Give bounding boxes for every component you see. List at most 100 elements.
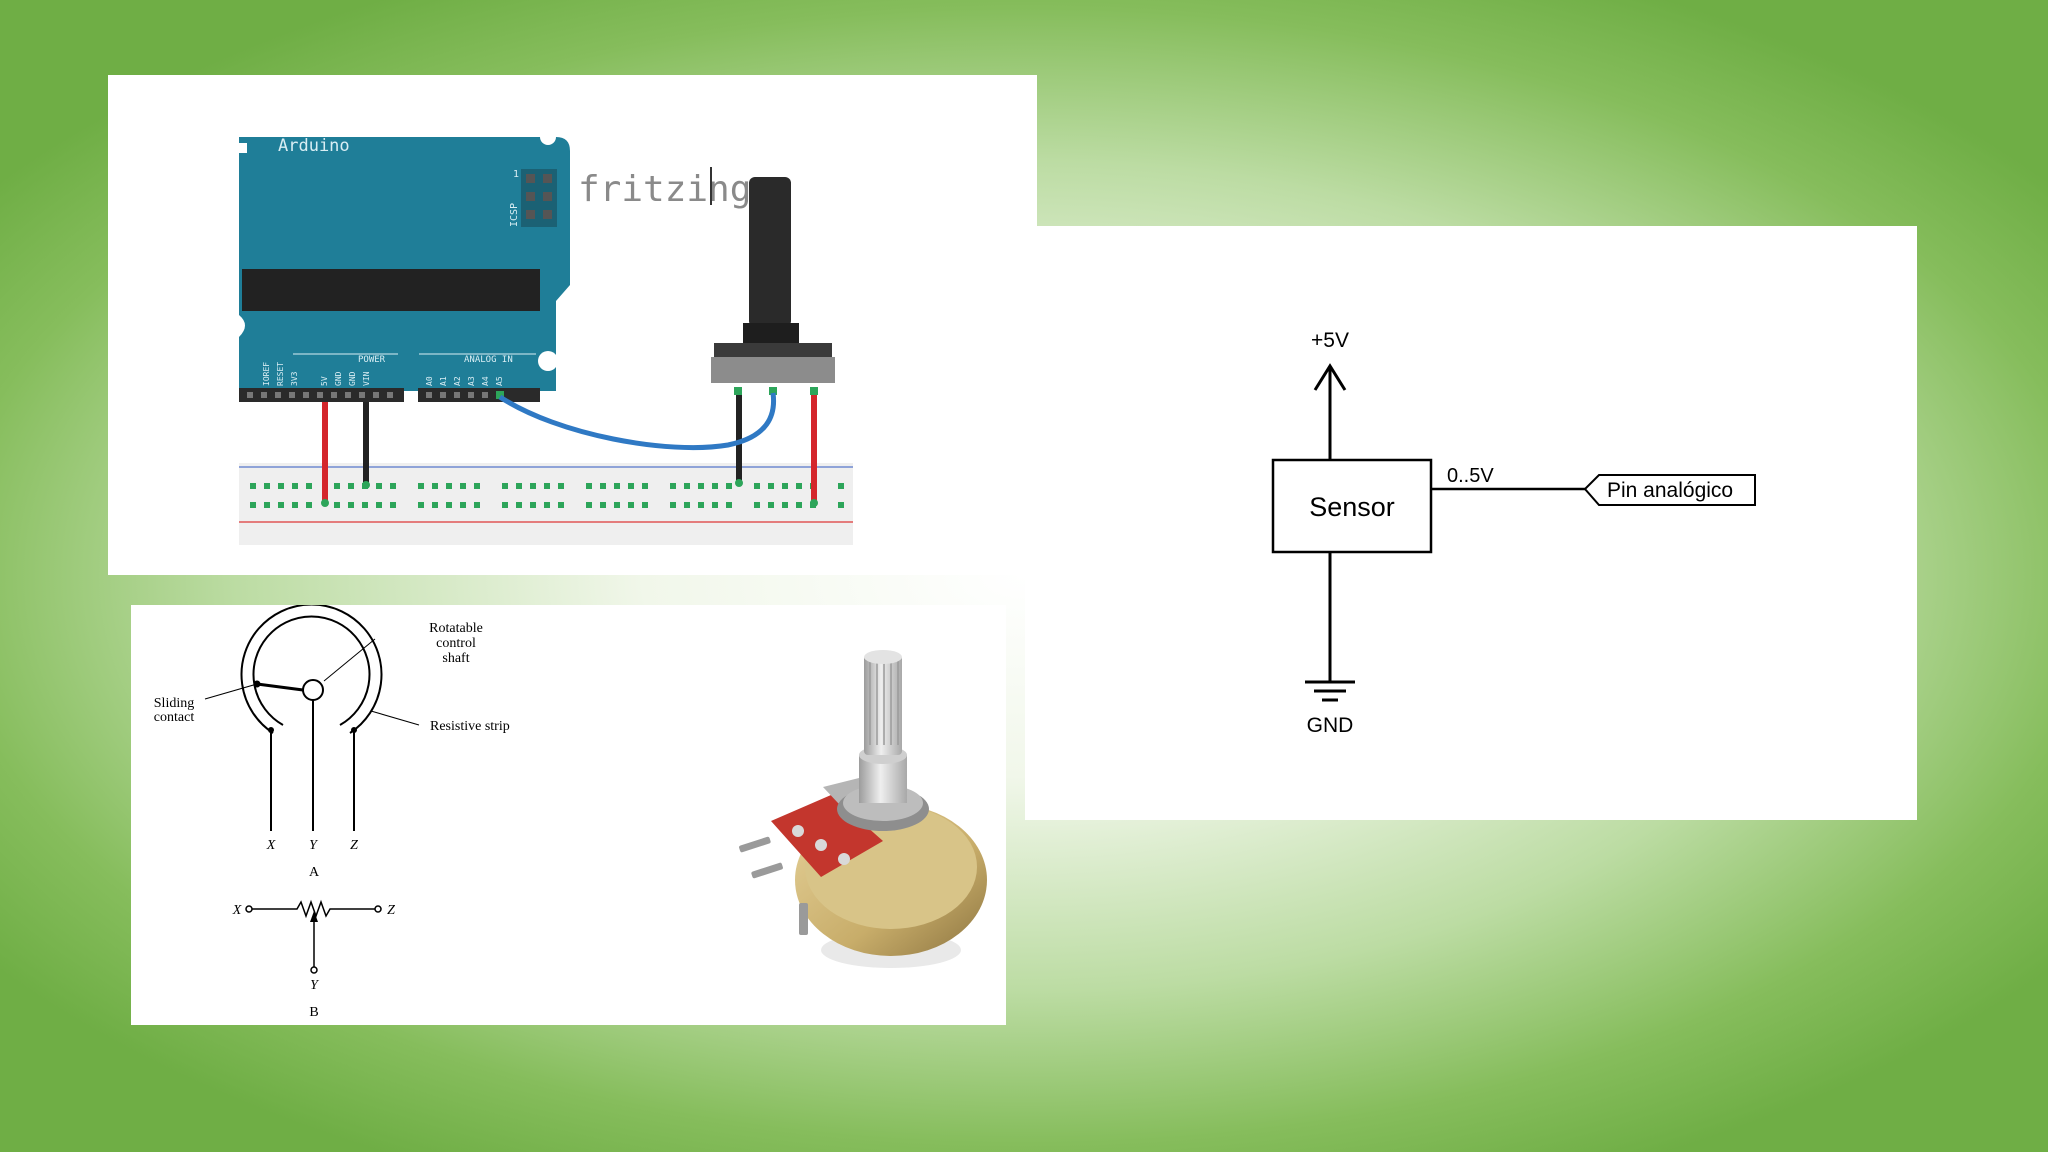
ground-icon xyxy=(1305,680,1355,702)
ground-label: GND xyxy=(1307,714,1354,737)
caption-a: A xyxy=(309,865,320,880)
breadboard-holes xyxy=(250,483,844,508)
breadboard-hole xyxy=(796,483,802,489)
terminal-z-joint xyxy=(351,727,357,733)
supply-label: +5V xyxy=(1311,329,1349,352)
photo-pot-shaft xyxy=(864,655,902,755)
analog-pin-labels: A0 A1 A2 A3 A4 A5 xyxy=(425,376,504,386)
board-corner-mark xyxy=(239,143,247,153)
breadboard-hole xyxy=(530,502,536,508)
breadboard-hole xyxy=(250,483,256,489)
symbol-y-label: Y xyxy=(310,978,320,993)
pot-shaft xyxy=(749,177,791,327)
wire-end-dot xyxy=(810,499,818,507)
breadboard-hole xyxy=(768,502,774,508)
pot-pin-right xyxy=(810,387,818,395)
pot-body xyxy=(711,357,835,383)
analog-pin-label: Pin analógico xyxy=(1607,479,1733,502)
breadboard-hole xyxy=(502,502,508,508)
breadboard-hole xyxy=(362,502,368,508)
photo-solder-pad xyxy=(792,825,804,837)
breadboard-hole xyxy=(558,502,564,508)
breadboard-hole xyxy=(670,483,676,489)
breadboard-hole xyxy=(292,502,298,508)
breadboard-hole xyxy=(278,483,284,489)
potentiometer-illustration: Rotatable control shaft Sliding contact … xyxy=(154,605,987,1020)
terminal-z-label: Z xyxy=(350,838,358,853)
breadboard-hole xyxy=(558,483,564,489)
breadboard-hole xyxy=(306,502,312,508)
breadboard-hole xyxy=(754,502,760,508)
photo-pin xyxy=(751,862,783,879)
sensor-block xyxy=(1271,458,1433,554)
leader-sliding xyxy=(204,683,258,700)
power-pin-labels: IOREF RESET 3V3 5V GND GND VIN xyxy=(262,362,371,386)
breadboard-hole xyxy=(712,502,718,508)
pin-label-a5: A5 xyxy=(495,376,504,386)
breadboard-hole xyxy=(250,502,256,508)
breadboard-hole xyxy=(782,483,788,489)
wire-signal-a5 xyxy=(498,392,777,451)
analog-header xyxy=(418,388,540,402)
breadboard-hole xyxy=(418,502,424,508)
leader-shaft xyxy=(323,638,376,682)
fritzing-logo-text: fritzing xyxy=(578,169,751,210)
breadboard-hole xyxy=(418,483,424,489)
sensor-schematic-panel: +5V Sensor 0..5V Pin analógico GND xyxy=(1025,226,1917,820)
leader-strip xyxy=(370,710,420,726)
pin-label-ioref: IOREF xyxy=(262,362,271,386)
breadboard-hole xyxy=(586,483,592,489)
breadboard-hole xyxy=(516,502,522,508)
a5-pin-connection xyxy=(496,391,504,399)
pin-label-vin: VIN xyxy=(362,371,371,386)
breadboard-hole xyxy=(726,483,732,489)
photo-pin xyxy=(799,903,808,935)
breadboard-hole xyxy=(768,483,774,489)
control-shaft-icon xyxy=(302,679,324,701)
breadboard-hole xyxy=(278,502,284,508)
symbol-z-label: Z xyxy=(387,903,395,918)
sliding-contact-arm xyxy=(256,682,304,692)
pin-label-a4: A4 xyxy=(481,376,490,386)
microcontroller-chip xyxy=(242,269,540,311)
breadboard-hole xyxy=(628,502,634,508)
breadboard-hole xyxy=(474,502,480,508)
caption-b: B xyxy=(309,1005,318,1020)
breadboard-hole xyxy=(614,502,620,508)
label-shaft-line1: Rotatable xyxy=(429,621,483,636)
header-pin-holes xyxy=(247,392,488,398)
breadboard-hole xyxy=(600,502,606,508)
photo-solder-pad xyxy=(838,853,850,865)
breadboard-hole xyxy=(516,483,522,489)
fritzing-breadboard-illustration: Arduino 1 ICSP POWER ANALOG IN IOREF RES… xyxy=(239,129,853,545)
breadboard-hole xyxy=(502,483,508,489)
analog-header-label: ANALOG IN xyxy=(464,355,513,365)
pin-label-gnd: GND xyxy=(348,371,357,386)
breadboard-hole xyxy=(614,483,620,489)
pot-collar xyxy=(743,323,799,343)
breadboard-hole xyxy=(712,483,718,489)
potentiometer-panel: Rotatable control shaft Sliding contact … xyxy=(131,605,1006,1025)
pin-label-a3: A3 xyxy=(467,376,476,386)
power-header-label: POWER xyxy=(358,355,386,365)
photo-solder-pad xyxy=(815,839,827,851)
pin-label-5v: 5V xyxy=(320,376,329,386)
photo-pin xyxy=(739,836,771,853)
breadboard-hole xyxy=(376,483,382,489)
wire-end-dot xyxy=(735,479,743,487)
breadboard-hole xyxy=(796,502,802,508)
photo-pot-board xyxy=(771,795,883,877)
breadboard-hole xyxy=(348,483,354,489)
breadboard-hole xyxy=(726,502,732,508)
pot-nut xyxy=(714,343,832,357)
wiper-arrow-icon xyxy=(310,911,318,922)
symbol-terminal-y xyxy=(310,966,318,974)
breadboard-hole xyxy=(264,483,270,489)
fritzing-breadboard-panel: Arduino 1 ICSP POWER ANALOG IN IOREF RES… xyxy=(108,75,1037,575)
resistive-strip-inner xyxy=(252,615,371,726)
breadboard-hole xyxy=(838,483,844,489)
breadboard-hole xyxy=(670,502,676,508)
board-mount-hole xyxy=(540,129,556,145)
label-sliding-line2: contact xyxy=(154,710,195,725)
breadboard-hole xyxy=(264,502,270,508)
